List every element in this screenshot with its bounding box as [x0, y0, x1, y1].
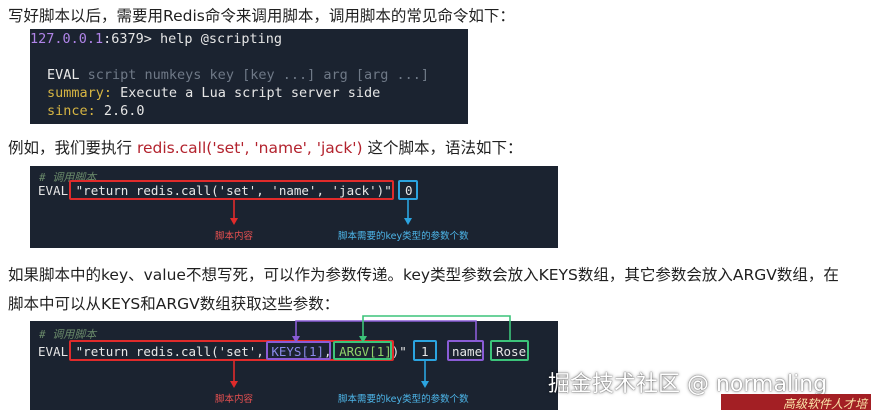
- numkeys-highlight-box: [413, 340, 437, 361]
- prompt-ip: 127.0.0.1: [30, 31, 104, 47]
- arg-rose-value: Rose: [496, 344, 527, 359]
- keys-connector: [292, 320, 477, 343]
- numkeys-arrow: [421, 361, 429, 388]
- summary-label: summary:: [47, 85, 113, 101]
- numkeys-arrow: [404, 200, 412, 225]
- params-paragraph-line2: 脚本中可以从KEYS和ARGV数组获取这些参数：: [8, 295, 340, 313]
- arg-name-value: name: [452, 344, 483, 359]
- script-sep: ,: [324, 344, 340, 359]
- example-after: 这个脚本，语法如下：: [362, 139, 523, 157]
- summary-text: Execute a Lua script server side: [112, 85, 381, 101]
- summary-line: summary: Execute a Lua script server sid…: [47, 85, 380, 101]
- eval-command-line: EVAL "return redis.call('set', 'name', '…: [38, 183, 392, 198]
- corner-banner: 高级软件人才培: [721, 394, 871, 410]
- params-paragraph-line1: 如果脚本中的key、value不想写死，可以作为参数传递。key类型参数会放入K…: [8, 266, 839, 284]
- keys-ref: KEYS[1]: [271, 344, 324, 359]
- numkeys-value: 0: [405, 183, 413, 198]
- annotation-arrows: [230, 361, 429, 388]
- terminal-prompt: 127.0.0.1:6379> help @scripting: [30, 31, 282, 47]
- prompt-command: :6379> help @scripting: [103, 31, 282, 47]
- numkeys-value: 1: [421, 344, 429, 359]
- example-before: 例如，我们要执行: [8, 139, 137, 157]
- terminal-eval-params: # 调用脚本 EVAL "return redis.call('set', KE…: [30, 321, 558, 410]
- argv-connector: [359, 315, 511, 343]
- eval-args: script numkeys key [key ...] arg [arg ..…: [79, 67, 430, 83]
- numkeys-annotation: 脚本需要的key类型的参数个数: [338, 231, 469, 242]
- script-string-a: "return redis.call('set',: [75, 344, 272, 359]
- script-string: "return redis.call('set', 'name', 'jack'…: [75, 183, 392, 198]
- example-paragraph: 例如，我们要执行 redis.call('set', 'name', 'jack…: [8, 138, 523, 158]
- code-comment: # 调用脚本: [39, 328, 97, 341]
- since-line: since: 2.6.0: [47, 103, 145, 119]
- terminal-eval-example: # 调用脚本 EVAL "return redis.call('set', 'n…: [30, 166, 558, 248]
- script-arrow: [230, 200, 238, 225]
- eval-command-line: EVAL "return redis.call('set', KEYS[1], …: [38, 344, 407, 359]
- argv-ref: ARGV[1]: [339, 344, 392, 359]
- arg-rose-highlight-box: [490, 340, 529, 361]
- since-text: 2.6.0: [95, 103, 145, 119]
- intro-paragraph: 写好脚本以后，需要用Redis命令来调用脚本，调用脚本的常见命令如下：: [8, 7, 515, 25]
- script-annotation: 脚本内容: [215, 231, 254, 242]
- watermark: 掘金技术社区 @ normaling: [548, 372, 828, 397]
- script-highlight-box: [69, 180, 394, 200]
- eval-keyword: EVAL: [38, 344, 76, 359]
- script-arrow: [230, 361, 238, 388]
- corner-text: 高级软件人才培: [782, 397, 867, 410]
- keys-highlight-box: [266, 341, 331, 360]
- terminal-help-scripting: 127.0.0.1:6379> help @scripting EVAL scr…: [30, 29, 468, 124]
- script-string-b: )": [391, 344, 407, 359]
- script-annotation: 脚本内容: [215, 394, 254, 405]
- script-highlight-box: [69, 340, 394, 361]
- eval-syntax-line: EVAL script numkeys key [key ...] arg [a…: [47, 67, 429, 83]
- eval-keyword: EVAL: [38, 183, 76, 198]
- numkeys-annotation: 脚本需要的key类型的参数个数: [338, 394, 469, 405]
- eval-keyword: EVAL: [47, 67, 80, 83]
- arg-name-highlight-box: [447, 340, 484, 361]
- annotation-arrows: [230, 200, 412, 225]
- since-label: since:: [47, 103, 96, 119]
- numkeys-highlight-box: [398, 180, 418, 200]
- example-inline-code: redis.call('set', 'name', 'jack'): [136, 139, 363, 157]
